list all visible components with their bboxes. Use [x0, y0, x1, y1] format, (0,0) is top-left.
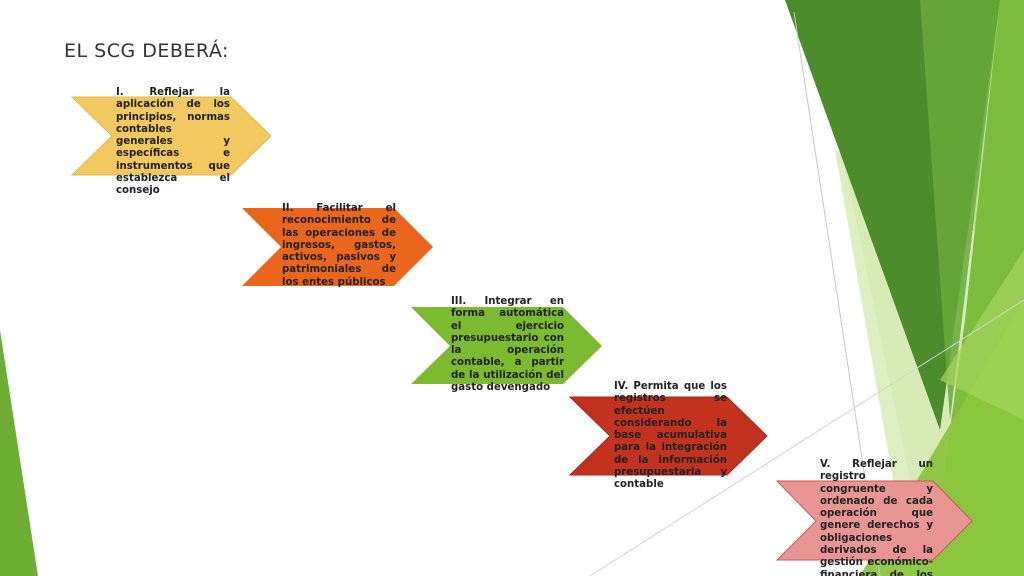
chevron-shape-4: [569, 396, 768, 476]
chevron-text-4: IV. Permita que los registros se efectúe…: [614, 381, 727, 491]
thin-diagonal-line-2: [589, 299, 1024, 576]
left-green-sliver: [0, 330, 38, 576]
chevron-item-5: V. Reflejar un registro congruente y ord…: [776, 459, 974, 576]
chevron-text-1: I. Reflejar la aplicación de los princip…: [116, 87, 230, 197]
chevron-item-1: I. Reflejar la aplicación de los princip…: [71, 87, 273, 196]
chevron-shape-2: [242, 208, 433, 286]
chevron-item-2: II. Facilitar el reconocimiento de las o…: [241, 203, 435, 288]
chevron-text-5: V. Reflejar un registro congruente y ord…: [820, 459, 933, 576]
chevron-shape-3: [411, 307, 602, 384]
chevron-text-3: III. Integrar en forma automática el eje…: [451, 296, 564, 394]
chevron-item-4: IV. Permita que los registros se efectúe…: [569, 381, 769, 490]
right-mid-strip: [920, 0, 1000, 420]
chevron-shape-1: [71, 96, 272, 176]
chevron-text-2: II. Facilitar el reconocimiento de las o…: [282, 203, 396, 288]
chevron-item-3: III. Integrar en forma automática el eje…: [410, 296, 604, 393]
right-highlight-wedge: [940, 250, 1024, 420]
slide-title: EL SCG DEBERÁ:: [64, 40, 229, 62]
chevron-shape-5: [776, 480, 973, 561]
